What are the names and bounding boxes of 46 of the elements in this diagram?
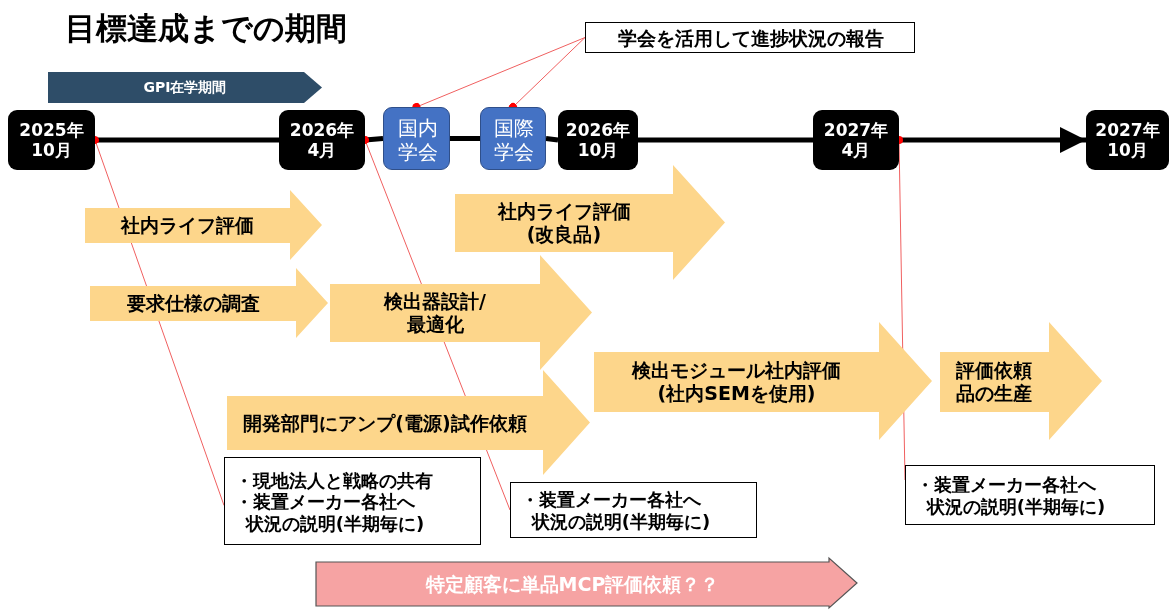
task-bar — [940, 322, 1102, 440]
label-text: 学会を活用して進捗状況の報告 — [618, 27, 884, 50]
timeline-line — [899, 127, 1086, 153]
timeline-line — [450, 136, 480, 141]
label-text: 検出器設計/最適化 — [382, 290, 487, 336]
date-box — [1086, 110, 1169, 170]
label-text: 要求仕様の調査 — [126, 292, 260, 315]
task-bar — [85, 190, 322, 260]
timeline-line — [545, 136, 559, 143]
label-text: 社内ライフ評価 — [121, 214, 254, 237]
date-label: 2026年4月 — [288, 119, 356, 161]
label-text: 開発部門にアンプ(電源)試作依頼 — [243, 411, 527, 435]
task-bar — [90, 268, 328, 338]
date-box — [8, 110, 95, 170]
note-box — [510, 482, 757, 538]
date-label: 2027年4月 — [822, 119, 890, 161]
task-bar — [594, 322, 932, 440]
note-text: ・装置メーカー各社へ状況の説明(半期毎に) — [916, 474, 1107, 518]
label-text: 社内ライフ評価(改良品) — [496, 200, 632, 246]
label-text: 特定顧客に単品MCP評価依頼？？ — [425, 572, 720, 596]
label-text: 検出モジュール社内評価(社内SEMを使用) — [630, 359, 842, 405]
label-text: 国内学会 — [396, 115, 439, 164]
label-text: 国際学会 — [493, 115, 535, 164]
task-bar — [316, 558, 857, 608]
title: 目標達成までの期間 — [65, 9, 347, 48]
note-text: ・装置メーカー各社へ状況の説明(半期毎に) — [235, 491, 426, 535]
note-text: ・装置メーカー各社へ状況の説明(半期毎に) — [521, 489, 712, 533]
date-box — [813, 110, 899, 170]
period-arrow — [48, 72, 322, 103]
timeline-line — [95, 137, 279, 143]
label-text: GPI在学期間 — [143, 79, 227, 96]
date-label: 2027年10月 — [1094, 119, 1161, 161]
note-box — [905, 465, 1155, 525]
date-box — [558, 110, 638, 170]
task-bar — [455, 165, 725, 280]
conference-box — [383, 107, 450, 170]
note-box — [224, 457, 481, 545]
task-bar — [330, 255, 592, 370]
conference-box — [480, 107, 546, 170]
note-text: ・現地法人と戦略の共有 — [235, 469, 432, 492]
timeline-line — [638, 137, 813, 143]
callout-box — [585, 22, 915, 53]
date-box — [279, 110, 365, 170]
label-text: 評価依頼品の生産 — [955, 359, 1034, 405]
date-label: 2025年10月 — [18, 119, 85, 161]
date-label: 2026年10月 — [564, 119, 632, 161]
